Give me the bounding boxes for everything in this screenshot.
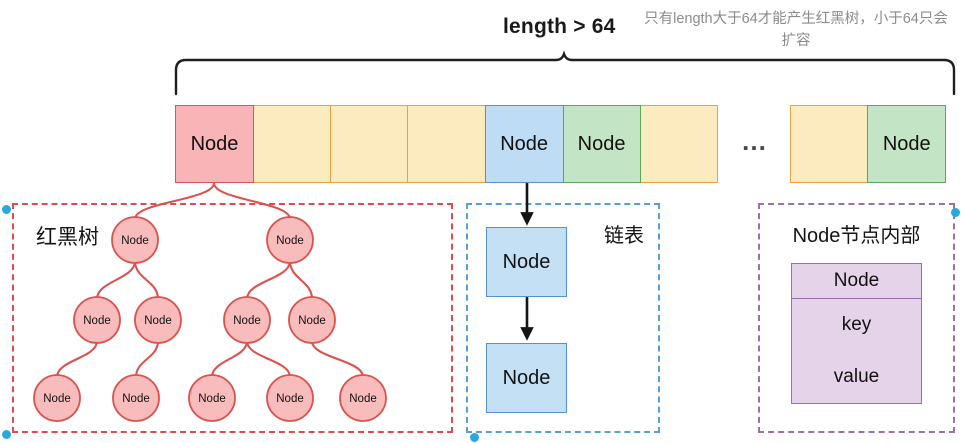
tree-node[interactable]: Node xyxy=(112,374,160,422)
node-table-cell: key xyxy=(841,314,872,335)
tree-node[interactable]: Node xyxy=(266,216,314,264)
tree-node-circle xyxy=(223,296,271,344)
tree-edge xyxy=(133,182,216,220)
array-cell-9[interactable]: Node xyxy=(867,105,947,183)
tree-edge xyxy=(245,340,292,378)
red-black-tree-panel: 红黑树 xyxy=(12,203,453,433)
tree-node-circle xyxy=(112,374,160,422)
array-cell-4[interactable]: Node xyxy=(484,105,564,183)
tree-node[interactable]: Node xyxy=(223,296,271,344)
node-internals-panel: Node节点内部 xyxy=(758,203,955,433)
red-black-tree-title: 红黑树 xyxy=(36,226,99,249)
array-ellipsis: … xyxy=(718,105,791,183)
tree-node[interactable]: Node xyxy=(73,296,121,344)
node-table-row-node: Node xyxy=(792,264,921,299)
tree-edge xyxy=(133,260,160,300)
tree-node-label: Node xyxy=(198,393,226,405)
linked-list-node-label: Node xyxy=(502,250,551,273)
node-internals-table: Node key value xyxy=(791,263,922,404)
anchor-dot-right-top xyxy=(951,208,960,217)
tree-node-label: Node xyxy=(276,393,304,405)
anchor-dot-left-top xyxy=(2,205,11,214)
tree-node[interactable]: Node xyxy=(266,374,314,422)
tree-node-label: Node xyxy=(276,235,304,247)
tree-node[interactable]: Node xyxy=(339,374,387,422)
brace-label: length > 64 xyxy=(503,15,616,38)
brace-bracket xyxy=(174,50,956,96)
tree-edge xyxy=(134,340,160,378)
linked-list-node-label: Node xyxy=(502,366,551,389)
tree-node-circle xyxy=(134,296,182,344)
array-ellipsis-label: … xyxy=(740,125,769,156)
annotation-note: 只有length大于64才能产生红黑树，小于64只会扩容 xyxy=(644,11,948,49)
tree-node-label: Node xyxy=(298,315,326,327)
node-table-cell: value xyxy=(833,366,880,387)
tree-node-label: Node xyxy=(349,393,377,405)
array-cell-0[interactable]: Node xyxy=(175,105,254,183)
array-cell-5[interactable]: Node xyxy=(562,105,642,183)
tree-node-circle xyxy=(73,296,121,344)
tree-node-label: Node xyxy=(144,315,172,327)
array-cell-label: Node xyxy=(577,132,626,155)
tree-node-label: Node xyxy=(83,315,111,327)
node-table-cell: Node xyxy=(833,270,880,291)
tree-edges xyxy=(55,182,365,378)
linked-list-arrows xyxy=(520,180,534,341)
anchor-dot-left-bottom xyxy=(2,430,11,439)
tree-node-label: Node xyxy=(122,393,150,405)
tree-node-label: Node xyxy=(121,235,149,247)
tree-node-circle xyxy=(111,216,159,264)
tree-node-circle xyxy=(339,374,387,422)
linked-list-node-2[interactable]: Node xyxy=(486,343,567,413)
tree-edge xyxy=(210,340,249,378)
tree-node[interactable]: Node xyxy=(111,216,159,264)
node-table-row-value: value xyxy=(792,351,921,403)
node-internals-title: Node节点内部 xyxy=(792,225,921,247)
array-cell-3[interactable] xyxy=(407,105,487,183)
array-cell-2[interactable] xyxy=(329,105,409,183)
array-cell-label: Node xyxy=(882,132,931,155)
array-cell-label: Node xyxy=(500,132,549,155)
tree-edge xyxy=(95,260,137,300)
tree-node-circle xyxy=(188,374,236,422)
tree-edge xyxy=(212,182,292,220)
tree-edge xyxy=(245,260,292,300)
tree-node[interactable]: Node xyxy=(134,296,182,344)
hash-table-array: Node Node Node … Node xyxy=(175,105,947,183)
tree-edge xyxy=(310,340,365,378)
array-cell-6[interactable] xyxy=(639,105,719,183)
linked-list-node-1[interactable]: Node xyxy=(486,227,567,297)
array-cell-8[interactable] xyxy=(789,105,869,183)
linked-list-title: 链表 xyxy=(604,225,644,247)
tree-node-label: Node xyxy=(43,393,71,405)
tree-node[interactable]: Node xyxy=(288,296,336,344)
tree-node-circle xyxy=(33,374,81,422)
anchor-dot-mid-bottom xyxy=(470,433,479,442)
array-cell-label: Node xyxy=(190,132,239,155)
linked-list-panel: 链表 xyxy=(466,203,660,433)
tree-edge xyxy=(288,260,314,300)
node-table-row-key: key xyxy=(792,299,921,351)
tree-node-circle xyxy=(266,374,314,422)
tree-node-label: Node xyxy=(233,315,261,327)
tree-edge xyxy=(55,340,99,378)
tree-node-circle xyxy=(266,216,314,264)
tree-node[interactable]: Node xyxy=(188,374,236,422)
tree-node[interactable]: Node xyxy=(33,374,81,422)
array-cell-1[interactable] xyxy=(252,105,332,183)
tree-node-circle xyxy=(288,296,336,344)
